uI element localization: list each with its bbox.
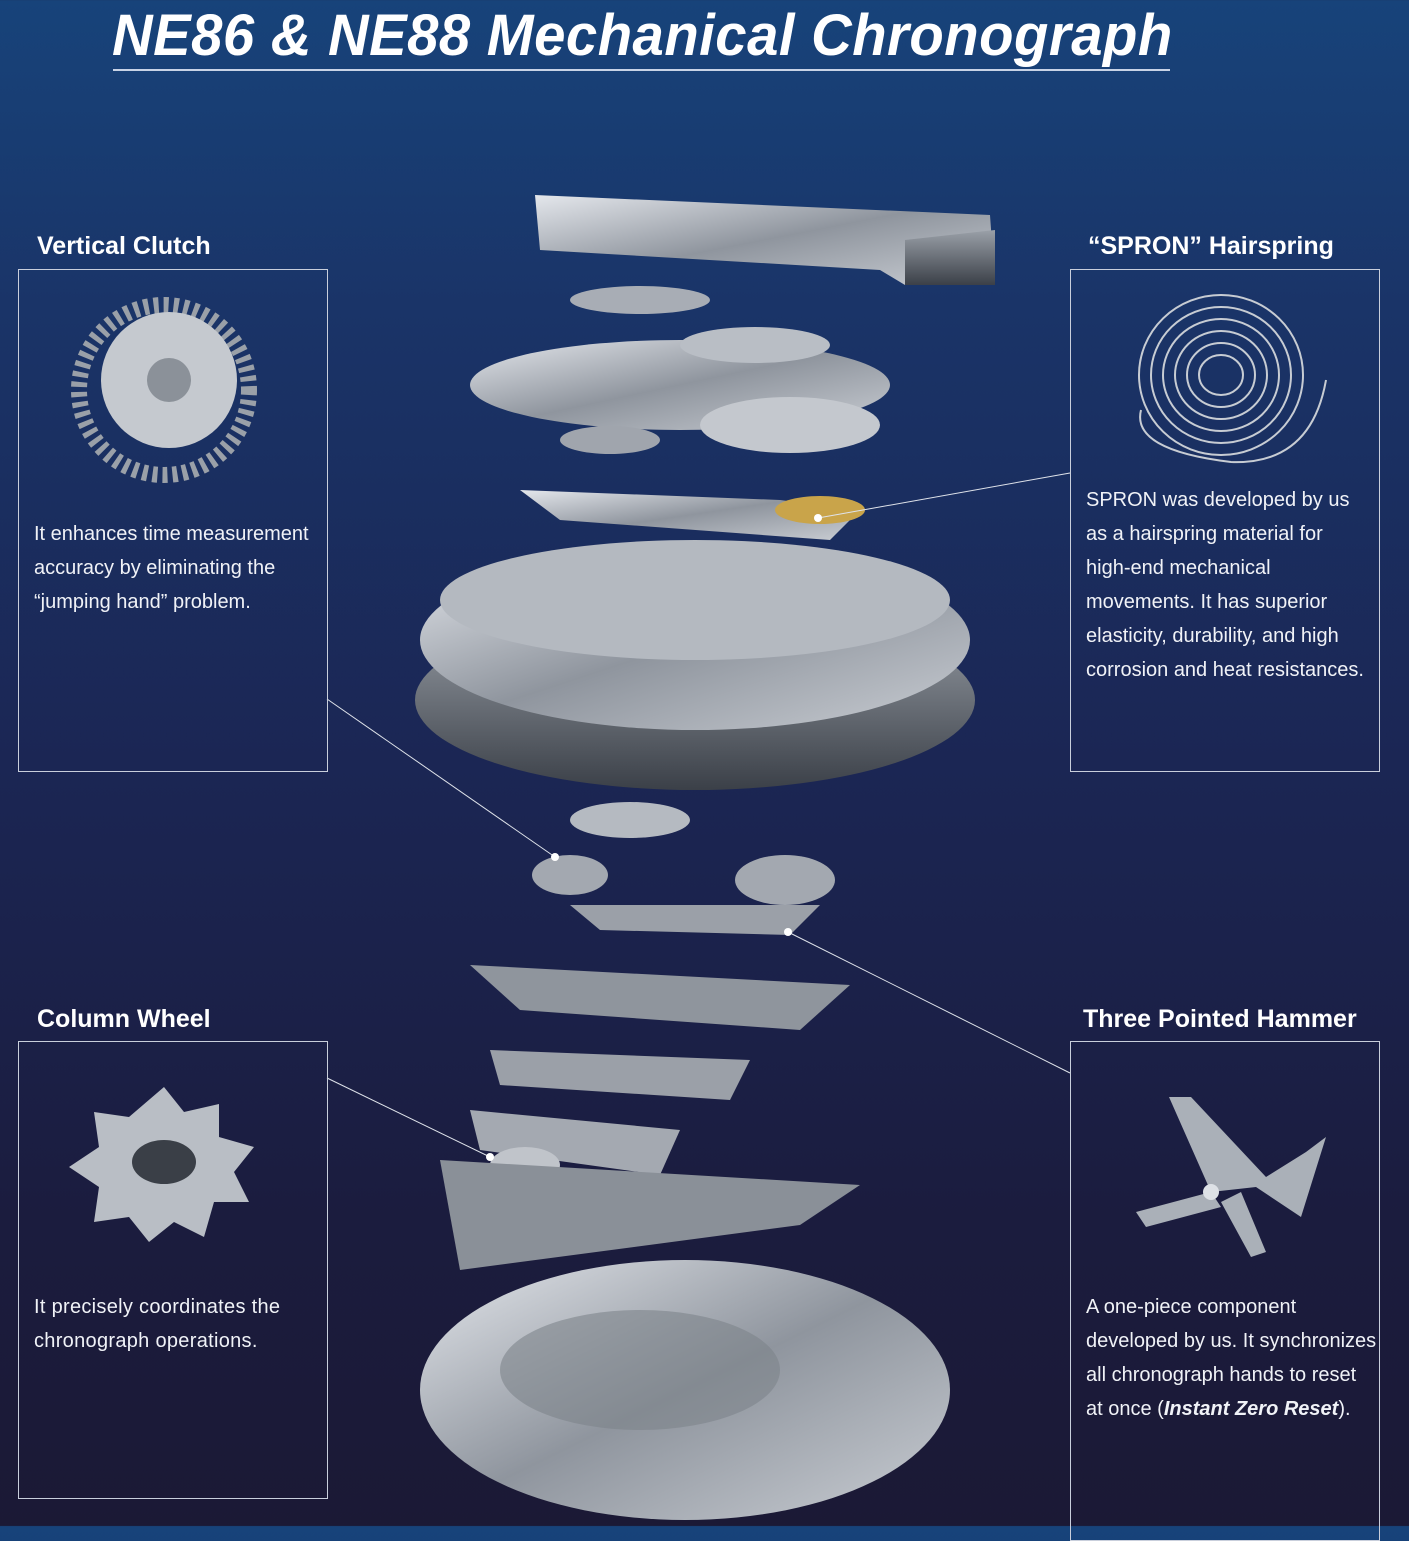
hammer-image bbox=[1136, 1097, 1326, 1257]
vertical-clutch-heading: Vertical Clutch bbox=[37, 232, 211, 260]
hammer-heading: Three Pointed Hammer bbox=[1083, 1005, 1357, 1033]
desc-line: SPRON was developed by us bbox=[1086, 489, 1350, 511]
desc-line: all chronograph hands to reset bbox=[1086, 1364, 1357, 1386]
leader-lines bbox=[326, 472, 1071, 1158]
desc-line: It precisely coordinates the bbox=[34, 1296, 281, 1318]
page-title: NE86 & NE88 Mechanical Chronograph bbox=[112, 3, 1173, 68]
chronograph-levers bbox=[440, 965, 860, 1270]
desc-line: accuracy by eliminating the bbox=[34, 557, 276, 579]
desc-line: corrosion and heat resistances. bbox=[1086, 659, 1364, 681]
instant-zero-reset-emphasis: Instant Zero Reset bbox=[1163, 1398, 1339, 1420]
desc-line: “jumping hand” problem. bbox=[34, 591, 251, 613]
spron-heading: “SPRON” Hairspring bbox=[1088, 232, 1334, 260]
gear-train-bridge bbox=[470, 286, 890, 454]
desc-line: movements. It has superior bbox=[1086, 591, 1328, 613]
balance-bridge bbox=[520, 490, 865, 540]
desc-line: at once (Instant Zero Reset). bbox=[1086, 1392, 1376, 1426]
spron-panel bbox=[1070, 269, 1380, 772]
desc-line: chronograph operations. bbox=[34, 1330, 258, 1352]
base-plate bbox=[420, 1260, 950, 1520]
desc-line: high-end mechanical bbox=[1086, 557, 1271, 579]
main-plate-assembly bbox=[415, 540, 975, 790]
rotor bbox=[535, 195, 995, 285]
column-wheel-image bbox=[69, 1087, 254, 1242]
column-wheel-panel bbox=[18, 1041, 328, 1499]
desc-text: ). bbox=[1338, 1398, 1351, 1420]
chronograph-wheels bbox=[532, 802, 835, 935]
column-wheel-description: It precisely coordinates the chronograph… bbox=[34, 1290, 280, 1358]
vertical-clutch-panel bbox=[18, 269, 328, 772]
desc-line: as a hairspring material for bbox=[1086, 523, 1323, 545]
hairspring-image bbox=[1138, 294, 1327, 464]
hammer-description: A one-piece component developed by us. I… bbox=[1086, 1290, 1376, 1426]
column-wheel-heading: Column Wheel bbox=[37, 1005, 211, 1033]
title-underline bbox=[113, 69, 1170, 71]
desc-text: at once ( bbox=[1086, 1398, 1164, 1420]
vertical-clutch-image bbox=[71, 297, 257, 483]
desc-line: It enhances time measurement bbox=[34, 523, 309, 545]
desc-line: A one-piece component bbox=[1086, 1296, 1297, 1318]
desc-line: developed by us. It synchronizes bbox=[1086, 1330, 1377, 1352]
spron-description: SPRON was developed by us as a hairsprin… bbox=[1086, 483, 1364, 687]
vertical-clutch-description: It enhances time measurement accuracy by… bbox=[34, 517, 309, 619]
desc-line: elasticity, durability, and high bbox=[1086, 625, 1339, 647]
